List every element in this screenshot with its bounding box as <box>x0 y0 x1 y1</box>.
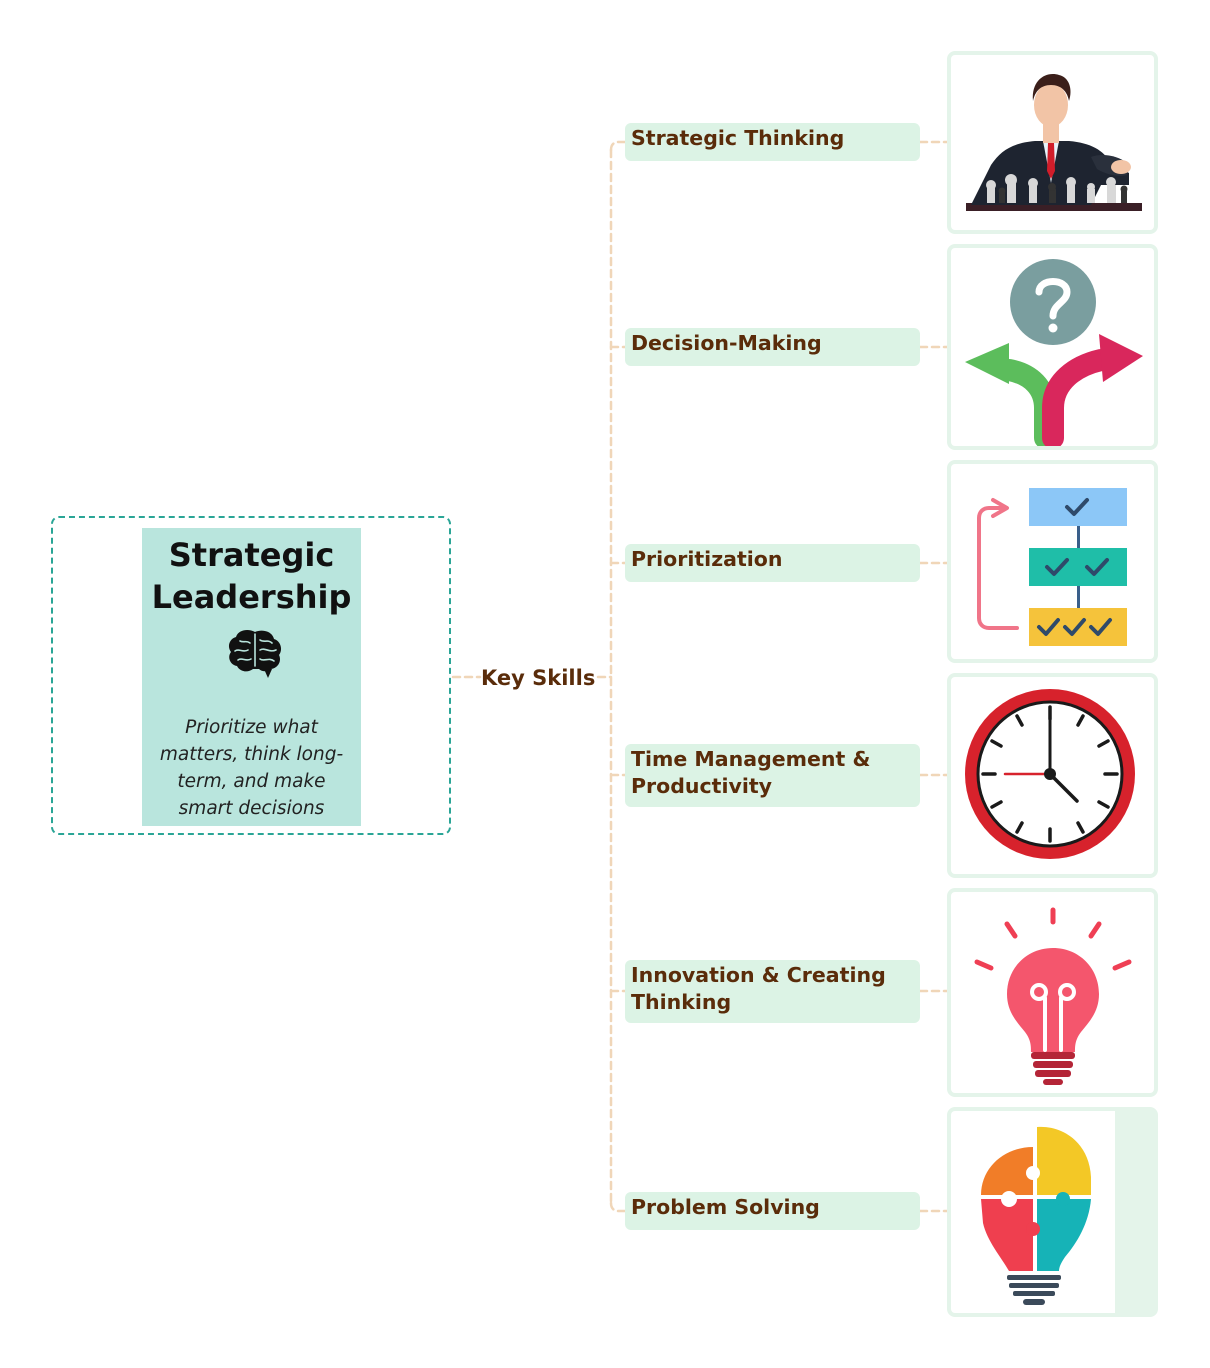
puzzle-lightbulb-icon <box>951 1111 1115 1313</box>
prioritization-image[interactable] <box>947 460 1158 663</box>
problem-solving-image[interactable] <box>947 1107 1158 1317</box>
brain-icon <box>228 629 282 678</box>
innovation-image[interactable] <box>947 888 1158 1097</box>
lightbulb-idea-icon <box>974 907 1132 1085</box>
topic-prioritization[interactable]: Prioritization <box>625 544 920 582</box>
topic-time-management[interactable]: Time Management & Productivity <box>625 744 920 807</box>
decision-making-image[interactable] <box>947 244 1158 450</box>
central-topic-title: Strategic Leadership <box>151 536 352 616</box>
central-topic-frame[interactable] <box>51 516 451 835</box>
central-topic-subtitle: Prioritize what matters, think long-term… <box>159 717 344 819</box>
time-management-image[interactable] <box>947 673 1158 878</box>
topic-strategic-thinking[interactable]: Strategic Thinking <box>625 123 920 161</box>
topic-decision-making[interactable]: Decision-Making <box>625 328 920 366</box>
question-crossroads-icon <box>965 259 1143 446</box>
strategic-thinking-image[interactable] <box>947 51 1158 234</box>
priority-checklist-icon <box>977 488 1127 646</box>
topic-problem-solving[interactable]: Problem Solving <box>625 1192 920 1230</box>
key-skills-label[interactable]: Key Skills <box>481 666 596 690</box>
chess-strategist-icon <box>966 74 1142 211</box>
topic-innovation[interactable]: Innovation & Creating Thinking <box>625 960 920 1023</box>
wall-clock-icon <box>965 689 1135 859</box>
central-topic-card[interactable]: Strategic Leadership Prioritize what mat… <box>142 528 361 826</box>
